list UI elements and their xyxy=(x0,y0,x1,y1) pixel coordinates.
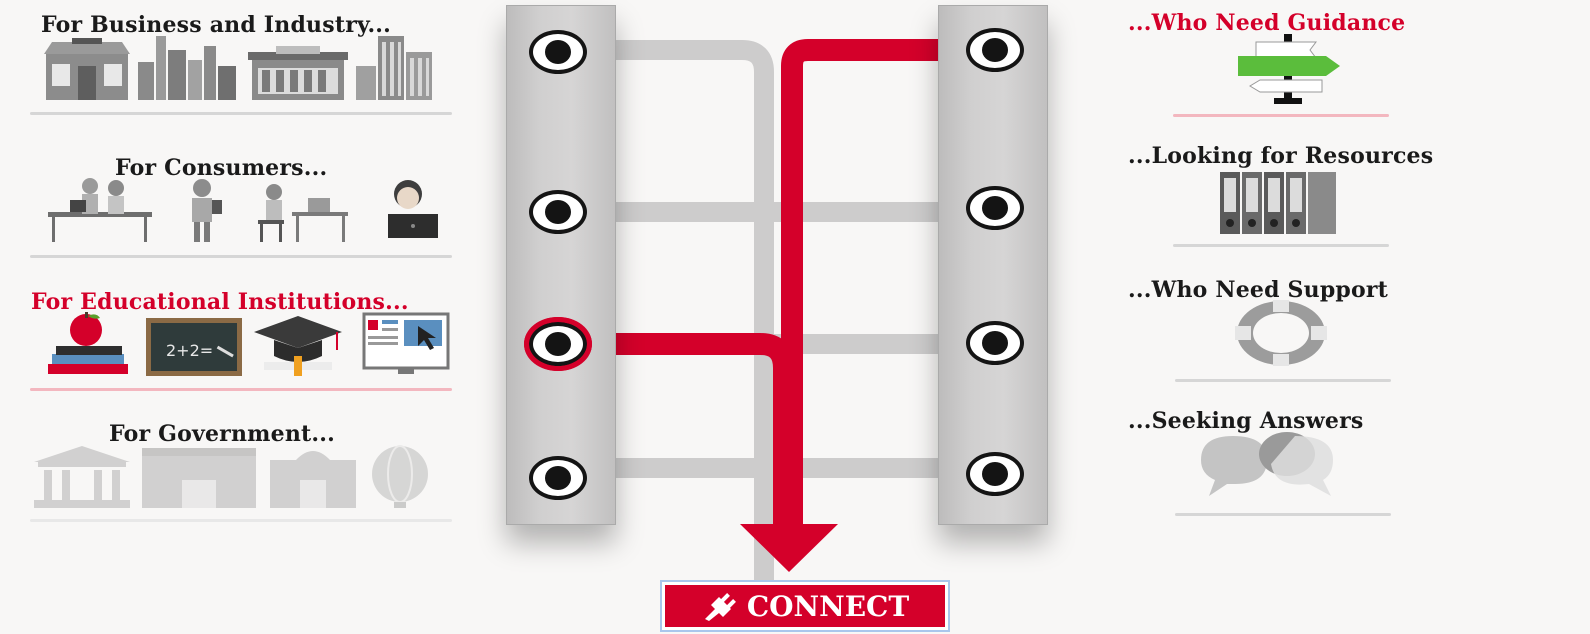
city-hall-icon xyxy=(270,451,356,508)
heading-support[interactable]: ...Who Need Support xyxy=(1128,277,1389,303)
heading-answers[interactable]: ...Seeking Answers xyxy=(1128,408,1364,434)
person-at-desk-icon xyxy=(258,184,348,242)
cafe-icon xyxy=(248,46,348,100)
computer-screen-icon xyxy=(362,312,450,374)
left-knob-government[interactable] xyxy=(529,456,587,500)
skyscraper-icon xyxy=(356,36,432,100)
person-with-laptop-icon xyxy=(388,180,438,238)
person-with-tablet-icon xyxy=(192,179,222,242)
divider-education xyxy=(30,388,452,391)
heading-resources[interactable]: ...Looking for Resources xyxy=(1128,143,1434,169)
apple-books-icon xyxy=(48,312,128,374)
business-icons xyxy=(44,36,436,102)
heading-education[interactable]: For Educational Institutions... xyxy=(31,289,409,315)
life-ring-icon xyxy=(1231,298,1331,368)
divider-business xyxy=(30,112,452,115)
heading-government[interactable]: For Government... xyxy=(109,421,335,447)
arrow-down-icon xyxy=(740,524,838,572)
right-rail xyxy=(938,5,1048,525)
right-knob-support[interactable] xyxy=(966,321,1024,365)
divider-answers xyxy=(1175,513,1391,516)
signpost-icon xyxy=(1236,34,1342,106)
divider-support xyxy=(1175,379,1391,382)
connect-button-face: CONNECT xyxy=(665,585,945,627)
graduation-cap-icon xyxy=(254,316,342,376)
heading-guidance[interactable]: ...Who Need Guidance xyxy=(1128,10,1406,36)
globe-icon xyxy=(372,445,428,508)
connect-label: CONNECT xyxy=(746,589,910,623)
left-knob-consumers[interactable] xyxy=(529,190,587,234)
divider-guidance xyxy=(1173,114,1389,117)
shop-icon xyxy=(44,38,130,100)
chalkboard-icon: 2+2= xyxy=(146,318,242,376)
education-icons: 2+2= xyxy=(46,312,450,378)
divider-consumers xyxy=(30,255,452,258)
heading-business[interactable]: For Business and Industry... xyxy=(41,12,392,38)
heading-consumers[interactable]: For Consumers... xyxy=(115,155,328,181)
factory-icon xyxy=(138,36,236,100)
right-knob-resources[interactable] xyxy=(966,186,1024,230)
right-knob-guidance[interactable] xyxy=(966,28,1024,72)
active-path-right xyxy=(781,39,940,530)
left-knob-business[interactable] xyxy=(529,30,587,74)
divider-government xyxy=(30,519,452,522)
left-rail xyxy=(506,5,616,525)
right-knob-answers[interactable] xyxy=(966,452,1024,496)
connect-button[interactable]: CONNECT xyxy=(660,580,950,632)
police-building-icon xyxy=(142,448,256,508)
consumers-icons xyxy=(46,178,446,244)
chalkboard-text: 2+2= xyxy=(166,341,213,360)
people-at-table-icon xyxy=(48,178,152,242)
courthouse-icon xyxy=(34,446,130,508)
speech-bubbles-icon xyxy=(1199,430,1349,504)
divider-resources xyxy=(1173,244,1389,247)
government-icons xyxy=(34,444,440,508)
left-knob-education[interactable] xyxy=(524,317,592,371)
binders-icon xyxy=(1220,172,1338,234)
plug-icon xyxy=(704,593,736,621)
